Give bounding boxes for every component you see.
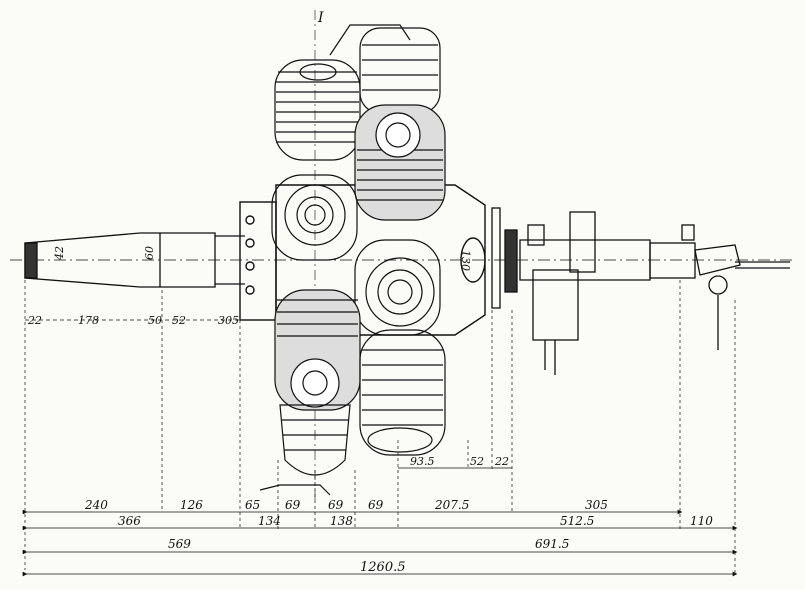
dim-22: 22	[27, 314, 42, 327]
dim-110: 110	[690, 514, 713, 528]
upper-dimension-line: 22 178 50 52 305	[25, 314, 240, 327]
dim-126: 126	[180, 498, 203, 512]
dim-22-lower: 22	[494, 455, 509, 468]
dim-69-c: 69	[368, 498, 384, 512]
dim-512-5: 512.5	[560, 514, 594, 528]
dim-69-a: 69	[285, 498, 301, 512]
dim-65: 65	[245, 498, 260, 512]
dim-50: 50	[148, 314, 162, 327]
cylinder-top-right	[359, 27, 441, 114]
dim-305: 305	[218, 314, 239, 327]
dim-366: 366	[118, 514, 141, 528]
dim-138: 138	[330, 514, 353, 528]
dim-52: 52	[172, 314, 186, 327]
axis-mark: I	[317, 10, 324, 26]
cylinder-stack	[259, 24, 446, 496]
dim-134: 134	[258, 514, 281, 528]
shaft-diameter-42: 42	[53, 246, 66, 261]
upper-rocker-linkage	[329, 24, 411, 56]
propeller-shaft	[24, 232, 245, 288]
cylinder-bottom-left	[279, 404, 351, 476]
lower-rocker-linkage	[259, 484, 331, 496]
cylinder-lower-right	[359, 329, 446, 456]
shaft-diameter-60: 60	[143, 246, 156, 260]
dim-240: 240	[84, 498, 108, 512]
extension-lines	[24, 280, 736, 575]
rear-accessories	[491, 207, 790, 375]
cylinder-middle-left	[271, 174, 358, 261]
dim-178: 178	[78, 314, 99, 327]
dimension-rows	[22, 509, 738, 577]
dim-569: 569	[168, 537, 191, 551]
dim-1260-5: 1260.5	[360, 560, 406, 575]
local-dimension-line: 93.5 52 22	[398, 455, 512, 469]
cylinder-middle-right	[354, 239, 441, 336]
cylinder-top-left	[274, 59, 361, 161]
dim-305-row1: 305	[585, 498, 608, 512]
cylinder-lower-left	[274, 289, 361, 411]
dim-52-lower: 52	[470, 455, 484, 468]
dim-691-5: 691.5	[535, 537, 569, 551]
dim-93-5: 93.5	[410, 455, 435, 468]
dim-207-5: 207.5	[434, 498, 469, 512]
hub-diameter-130: 130	[459, 250, 472, 271]
cylinder-upper-right	[354, 104, 446, 221]
dim-69-b: 69	[328, 498, 344, 512]
